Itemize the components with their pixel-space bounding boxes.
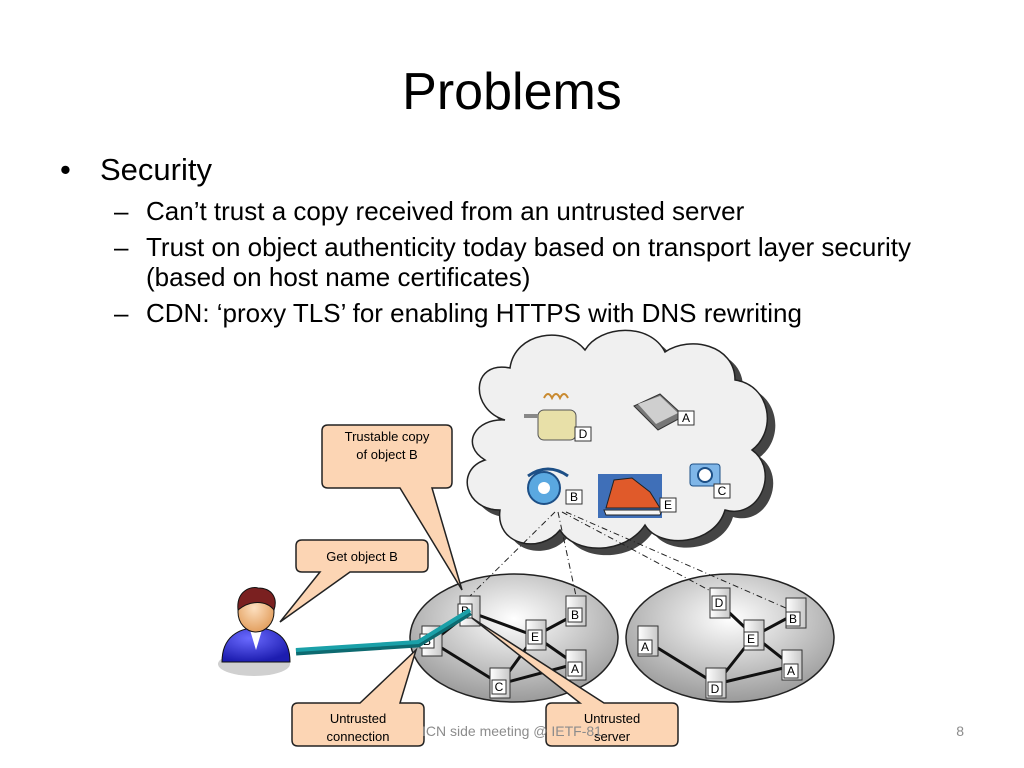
bullet-marker: • — [60, 152, 71, 187]
callout-line: connection — [327, 729, 390, 744]
dash-marker: – — [114, 196, 129, 226]
object-label: B — [570, 490, 578, 504]
server-label: B — [571, 608, 579, 622]
server-label: C — [495, 680, 504, 694]
callout-line: Untrusted — [584, 711, 640, 726]
server-icon: E — [525, 619, 547, 651]
object-label: C — [718, 484, 727, 498]
callout-trustable-copy: Trustable copy of object B — [321, 424, 463, 591]
callout-line: server — [594, 729, 631, 744]
object-label: E — [664, 498, 672, 512]
slide-title: Problems — [402, 63, 622, 121]
toaster-icon: D — [524, 393, 592, 442]
page-number: 8 — [956, 723, 964, 739]
server-icon: A — [637, 625, 659, 657]
server-label: D — [711, 682, 720, 696]
callout-line: Untrusted — [330, 711, 386, 726]
bullet-list: • Security –Can’t trust a copy received … — [60, 150, 960, 334]
camera-icon: C — [689, 463, 731, 499]
sub-bullet-list: –Can’t trust a copy received from an unt… — [60, 196, 960, 328]
server-icon: D — [705, 667, 727, 699]
callout-line: of object B — [356, 447, 417, 462]
object-cloud — [466, 329, 776, 556]
server-icon: E — [743, 619, 765, 651]
server-label: A — [787, 664, 795, 678]
book-icon: A — [633, 393, 695, 431]
object-label: A — [682, 411, 690, 425]
callout-untrusted-connection: Untrusted connection — [291, 647, 425, 747]
sub-bullet-1: –Can’t trust a copy received from an unt… — [60, 196, 960, 226]
server-label: B — [789, 612, 797, 626]
dash-marker: – — [114, 232, 129, 262]
shoe-icon: E — [598, 474, 677, 518]
server-label: A — [571, 662, 579, 676]
callout-untrusted-server: Untrusted server — [471, 617, 679, 747]
sub-bullet-3: –CDN: ‘proxy TLS’ for enabling HTTPS wit… — [60, 298, 960, 328]
callout-line: Trustable copy — [345, 429, 430, 444]
server-label: E — [747, 632, 755, 646]
cloud-links — [469, 511, 796, 613]
server-icon: C — [489, 667, 511, 699]
bullet-security: • Security — [60, 150, 960, 190]
slide-footer: ICN side meeting @ IETF-81 — [422, 723, 602, 739]
server-icon: A — [781, 649, 803, 681]
server-icon: D — [709, 587, 731, 619]
user-icon — [218, 587, 291, 676]
server-icon: A — [565, 649, 587, 681]
untrusted-connection-line — [295, 608, 472, 656]
dash-marker: – — [114, 298, 129, 328]
server-label: D — [715, 596, 724, 610]
bullet-text: Security — [100, 152, 212, 187]
server-label: E — [531, 630, 539, 644]
sub-bullet-text: Can’t trust a copy received from an untr… — [146, 196, 745, 226]
callout-line: Get object B — [326, 549, 398, 564]
sub-bullet-text: CDN: ‘proxy TLS’ for enabling HTTPS with… — [146, 298, 802, 328]
callout-get-object: Get object B — [279, 539, 429, 623]
object-label: D — [579, 427, 588, 441]
server-icon: B — [785, 597, 807, 629]
server-label: A — [641, 640, 649, 654]
server-icon: B — [565, 595, 587, 627]
sub-bullet-2: –Trust on object authenticity today base… — [60, 232, 960, 292]
film-reel-icon: B — [527, 467, 583, 505]
sub-bullet-text: Trust on object authenticity today based… — [146, 232, 911, 292]
